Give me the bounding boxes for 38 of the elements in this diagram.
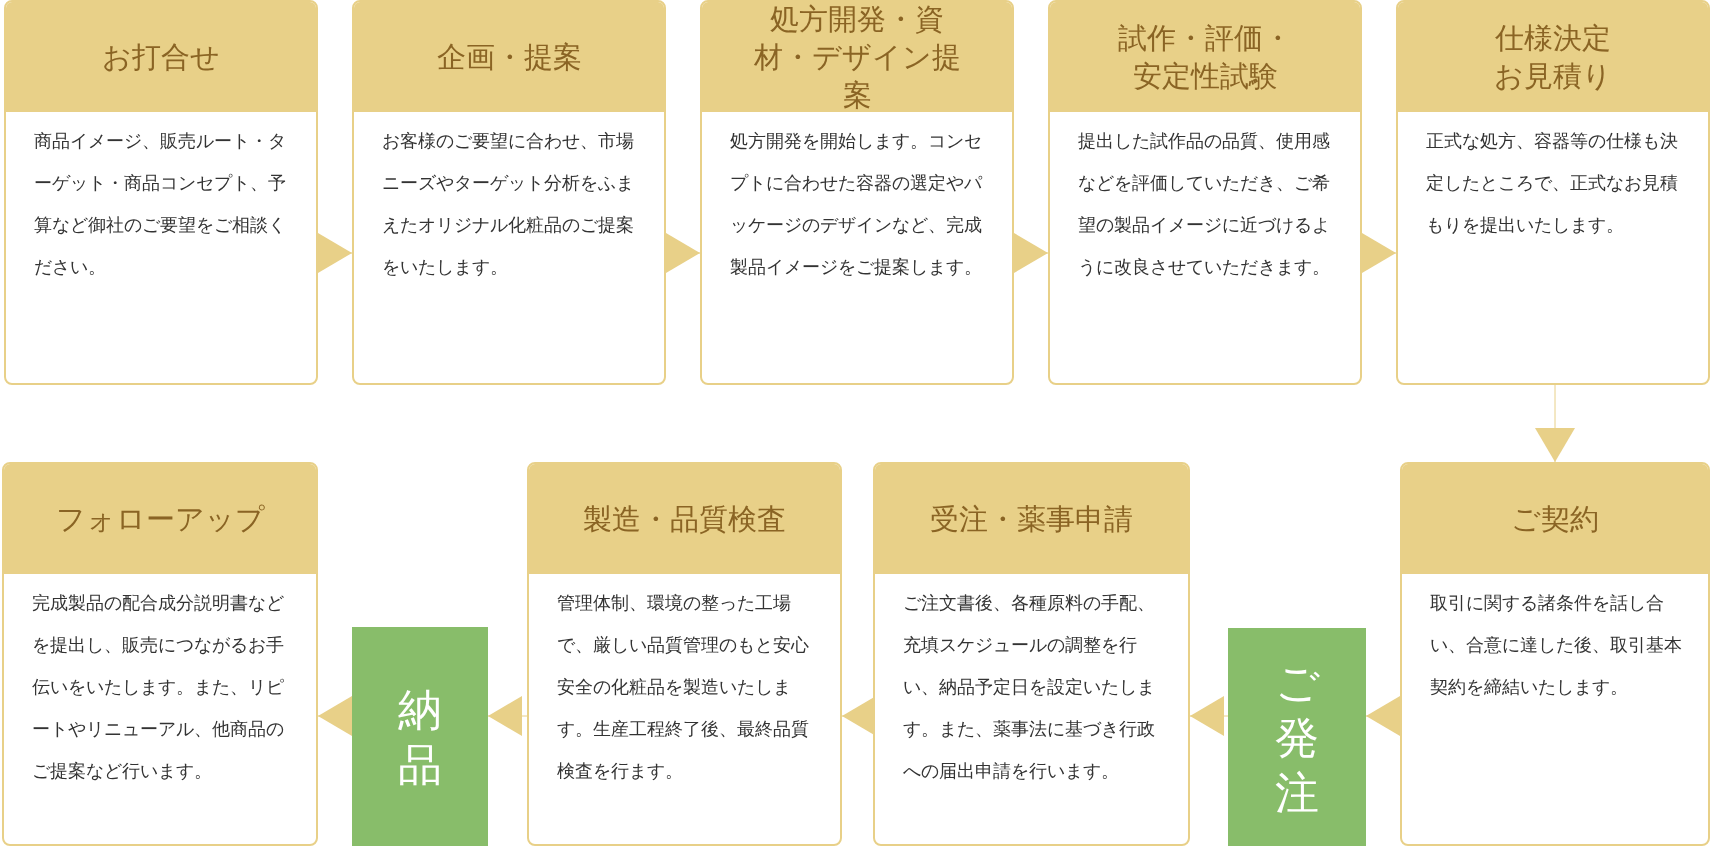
step-description: 商品イメージ、販売ルート・ターゲット・商品コンセプト、予算など御社のご要望をご相談ください。	[34, 129, 287, 279]
milestone-box: ご発注	[1228, 628, 1366, 846]
step-card	[700, 0, 1014, 385]
step-description: ご注文書後、各種原料の手配、充填スケジュールの調整を行い、納品予定日を設定いたします。また、薬事法に基づき行政への届出申請を行います。	[903, 591, 1156, 783]
card-header: ご契約	[1402, 464, 1708, 574]
card-header: お打合せ	[6, 2, 316, 112]
milestone-box: 納品	[352, 627, 488, 846]
step-card	[2, 462, 318, 846]
step-card	[527, 462, 842, 846]
arrow	[1189, 696, 1229, 736]
arrow	[1361, 233, 1397, 273]
step-card	[1400, 462, 1710, 846]
card-header: フォローアップ	[4, 464, 316, 574]
arrow	[665, 233, 701, 273]
step-description: 提出した試作品の品質、使用感などを評価していただき、ご希望の製品イメージに近づけるように改良させていただきます。	[1078, 129, 1331, 279]
step-card	[1048, 0, 1362, 385]
step-description: 完成製品の配合成分説明書などを提出し、販売につながるお手伝いをいたします。また、リピートやリニューアル、他商品のご提案など行います。	[32, 591, 285, 783]
step-card	[352, 0, 666, 385]
step-description: 処方開発を開始します。コンセプトに合わせた容器の選定やパッケージのデザインなど、完成製品イメージをご提案します。	[730, 129, 984, 279]
card-header: 製造・品質検査	[529, 464, 840, 574]
step-card	[1396, 0, 1710, 385]
arrow	[1535, 384, 1575, 463]
arrow	[1013, 233, 1049, 273]
card-header: 試作・評価・安定性試験	[1050, 2, 1360, 112]
step-description: 正式な処方、容器等の仕様も決定したところで、正式なお見積もりを提出いたします。	[1426, 129, 1679, 237]
step-card	[4, 0, 318, 385]
arrow	[487, 696, 528, 736]
card-header: 受注・薬事申請	[875, 464, 1188, 574]
card-header: 企画・提案	[354, 2, 664, 112]
step-description: 管理体制、環境の整った工場で、厳しい品質管理のもと安心安全の化粧品を製造いたします。生産工程終了後、最終品質検査を行ます。	[557, 591, 810, 783]
card-header: 処方開発・資材・デザイン提案	[702, 2, 1012, 112]
card-header: 仕様決定お見積り	[1398, 2, 1708, 112]
step-description: お客様のご要望に合わせ、市場ニーズやターゲット分析をふまえたオリジナル化粧品のご提案をいたします。	[382, 129, 635, 279]
arrow	[317, 696, 353, 736]
arrow	[317, 233, 353, 273]
step-description: 取引に関する諸条件を話し合い、合意に達した後、取引基本契約を締結いたします。	[1430, 591, 1683, 699]
arrow	[1365, 696, 1401, 736]
step-card	[873, 462, 1190, 846]
